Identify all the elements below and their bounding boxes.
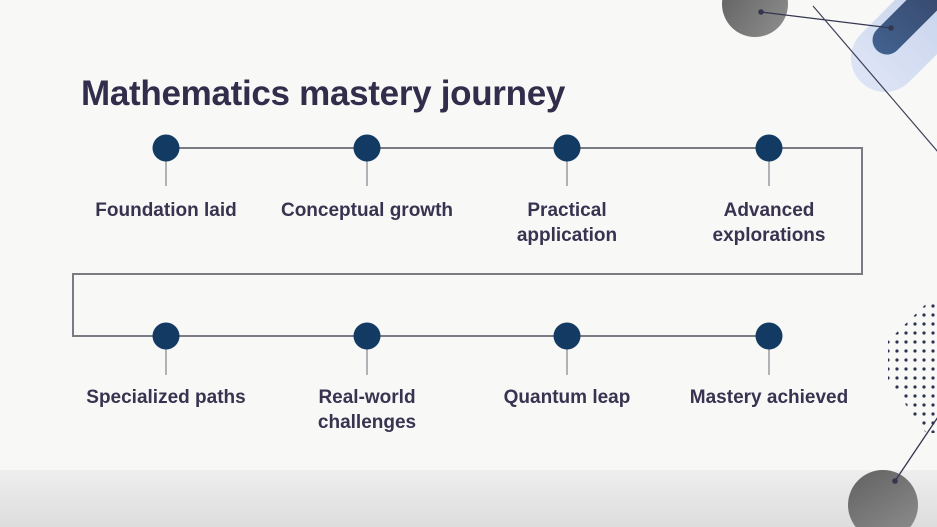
milestone-dot	[152, 322, 180, 350]
milestone-dot	[353, 134, 381, 162]
milestone-label: Specialized paths	[86, 387, 246, 408]
milestone-label: Advanced explorations	[712, 200, 826, 246]
callout-line-icon	[892, 417, 937, 484]
milestone-dot	[755, 134, 783, 162]
milestone-dot	[152, 134, 180, 162]
milestone-dot	[755, 322, 783, 350]
milestone-dots	[152, 134, 783, 350]
milestone-ticks	[165, 160, 770, 375]
footer-band	[0, 470, 937, 527]
dot-grid-pattern-icon	[888, 301, 937, 433]
milestone-dot	[553, 134, 581, 162]
milestone-label: Conceptual growth	[280, 200, 454, 221]
milestone-label: Practical application	[516, 200, 618, 246]
diagonal-line-icon	[812, 5, 937, 152]
gray-circle-icon	[722, 0, 788, 37]
slide-title: Mathematics mastery journey	[81, 74, 566, 114]
milestone-dot	[353, 322, 381, 350]
callout-line-icon	[758, 9, 894, 31]
milestone-label: Quantum leap	[503, 387, 631, 408]
milestone-label: Mastery achieved	[689, 387, 849, 408]
capsule-inner-icon	[872, 0, 937, 55]
milestone-label: Real-world challenges	[317, 387, 417, 433]
gray-circle-icon	[848, 470, 918, 527]
milestone-label: Foundation laid	[95, 200, 237, 221]
milestone-dot	[553, 322, 581, 350]
timeline-connector	[72, 147, 863, 337]
